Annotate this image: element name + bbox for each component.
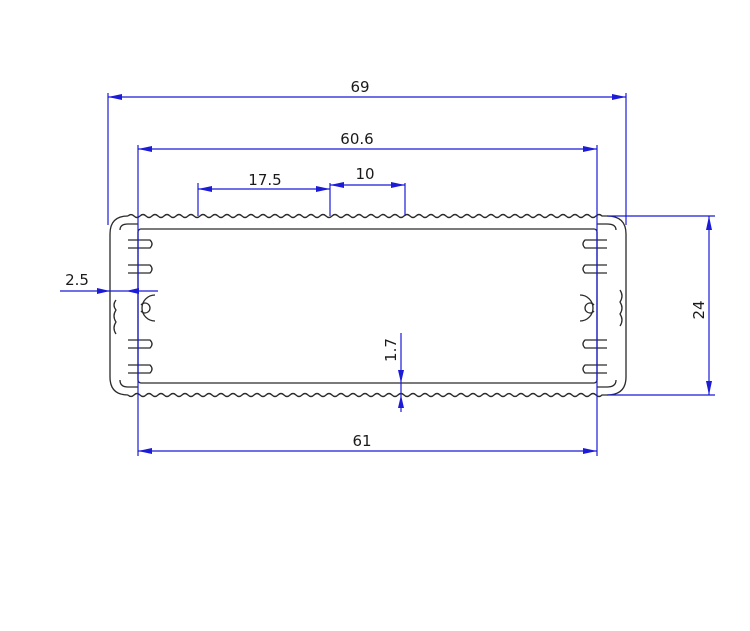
left-screw-boss xyxy=(140,294,156,322)
dim-wall-side: 2.5 xyxy=(65,271,89,289)
left-wall-slots xyxy=(113,223,156,388)
aluminium-profile-outline xyxy=(109,213,627,398)
dim-groove-width: 10 xyxy=(355,165,374,183)
dimension-labels: 69 60.6 17.5 10 2.5 1.7 24 61 xyxy=(65,78,708,450)
dim-inner-width-top: 60.6 xyxy=(340,130,373,148)
dim-wall-bottom: 1.7 xyxy=(382,338,400,362)
dim-groove-offset: 17.5 xyxy=(248,171,281,189)
inner-cavity xyxy=(137,228,598,384)
outer-left-wall xyxy=(109,215,129,396)
outer-right-wall xyxy=(606,215,627,396)
right-wall-slots xyxy=(579,223,623,388)
outer-top-ribbed-edge xyxy=(127,213,607,219)
dim-inner-width-bottom: 61 xyxy=(352,432,371,450)
outer-bottom-ribbed-edge xyxy=(127,392,607,398)
dimension-lines xyxy=(60,93,715,456)
dim-height: 24 xyxy=(690,300,708,319)
right-screw-boss xyxy=(579,294,595,322)
dim-overall-width: 69 xyxy=(350,78,369,96)
